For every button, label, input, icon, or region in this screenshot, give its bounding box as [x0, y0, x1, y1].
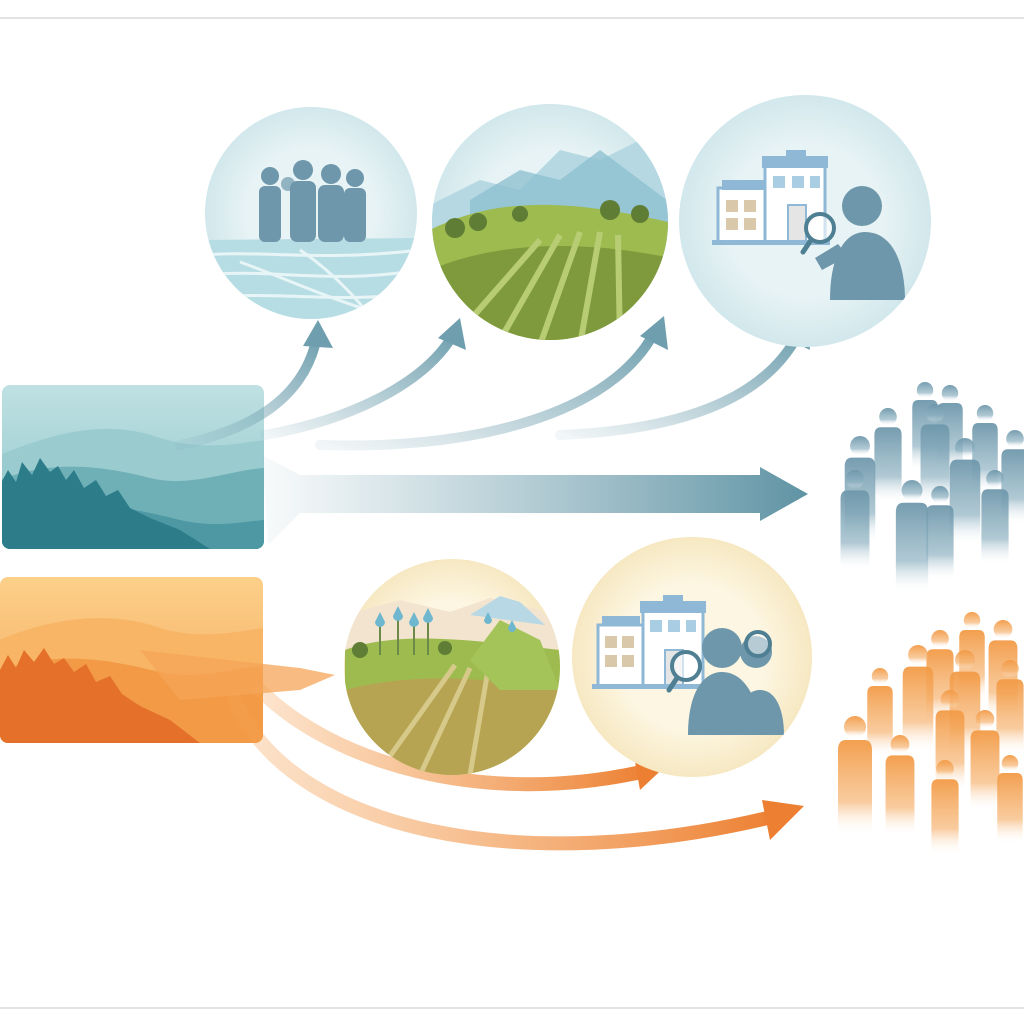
person-figure-icon — [902, 645, 934, 753]
orange-forest-landscape-icon — [0, 577, 263, 743]
person-figure-icon — [885, 735, 915, 837]
building-inspector-icon — [679, 95, 931, 347]
rainy-farmland-icon — [344, 559, 560, 775]
person-figure-icon — [867, 668, 893, 758]
magnifier-icon — [666, 630, 772, 693]
orange-to-farmland-arrow — [140, 650, 335, 700]
person-figure-icon — [949, 438, 981, 546]
person-figure-icon — [981, 470, 1009, 566]
building-inspector-icon — [572, 537, 812, 777]
blue-branch-arrows — [175, 335, 800, 451]
inspector-person-icon — [815, 186, 905, 300]
blue-crowd-icon — [840, 382, 1024, 594]
main-flow-arrow — [262, 455, 808, 545]
person-figure-icon — [838, 716, 872, 835]
orange-crowd-icon — [838, 612, 1024, 856]
person-figure-icon — [997, 755, 1023, 845]
person-figure-icon — [840, 470, 870, 572]
mountain-farmland-icon — [432, 104, 668, 340]
person-figure-icon — [874, 408, 902, 504]
people-on-shore-icon — [205, 107, 417, 319]
person-figure-icon — [970, 710, 1000, 812]
person-figure-icon — [920, 404, 950, 506]
orange-branch-arrows — [228, 683, 787, 851]
person-figure-icon — [996, 660, 1024, 756]
person-figure-icon — [895, 480, 929, 594]
teal-forest-landscape-icon — [2, 385, 264, 549]
person-figure-icon — [926, 486, 954, 582]
magnifier-icon — [800, 212, 836, 255]
person-figure-icon — [931, 760, 959, 856]
